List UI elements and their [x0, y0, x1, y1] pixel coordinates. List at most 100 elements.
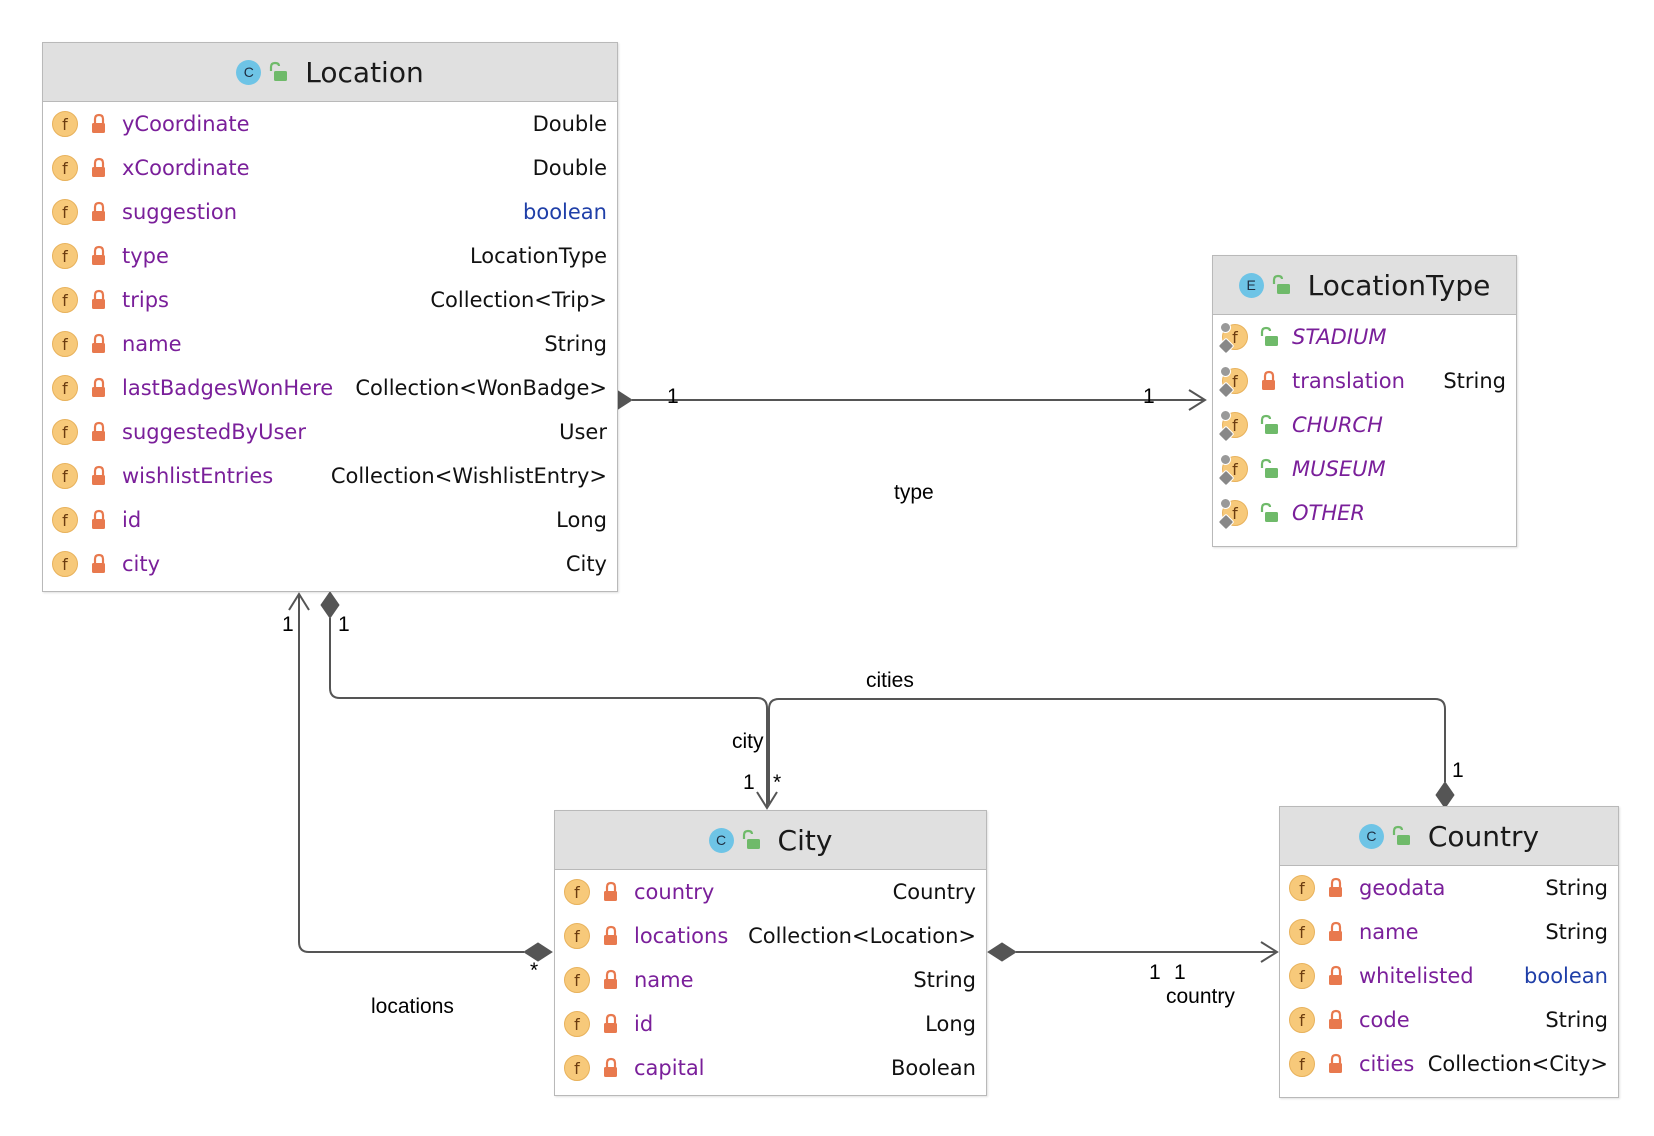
field-icon: f	[1289, 875, 1315, 901]
field-icon: f	[52, 287, 78, 313]
field-name: CHURCH	[1292, 413, 1383, 437]
relation-label-city: city	[732, 730, 764, 753]
field-icon-letter: f	[574, 882, 580, 902]
enum-kind-icon: E	[1238, 272, 1264, 298]
field-type: City	[565, 552, 607, 576]
field-row[interactable]: f CHURCH	[1213, 403, 1516, 447]
field-icon-letter: f	[62, 422, 68, 442]
field-type: String	[1545, 1008, 1608, 1032]
private-lock-icon	[90, 201, 108, 223]
field-icon: f	[1217, 322, 1248, 355]
field-icon: f	[564, 1055, 590, 1081]
field-icon-letter: f	[62, 290, 68, 310]
field-icon-letter: f	[1232, 503, 1238, 523]
field-row[interactable]: f OTHER	[1213, 491, 1516, 535]
field-type: Collection<WonBadge>	[355, 376, 607, 400]
field-icon-letter: f	[1299, 878, 1305, 898]
field-name: code	[1359, 1008, 1410, 1032]
multiplicity-type-source: 1	[667, 385, 679, 408]
private-lock-icon	[602, 969, 620, 991]
field-icon-letter: f	[1232, 327, 1238, 347]
field-name: type	[122, 244, 169, 268]
private-lock-icon	[602, 1013, 620, 1035]
field-name: suggestedByUser	[122, 420, 306, 444]
field-icon: f	[52, 507, 78, 533]
private-lock-icon	[1327, 1053, 1345, 1075]
public-visibility-icon	[1260, 326, 1278, 348]
field-row[interactable]: f city City	[43, 542, 617, 586]
field-name: OTHER	[1292, 501, 1366, 525]
relation-label-cities: cities	[866, 669, 914, 692]
field-name: whitelisted	[1359, 964, 1474, 988]
field-row[interactable]: f code String	[1280, 998, 1618, 1042]
field-type: User	[559, 420, 607, 444]
field-icon-letter: f	[62, 510, 68, 530]
field-icon-letter: f	[1299, 966, 1305, 986]
final-marker-icon	[1220, 454, 1231, 465]
edge-type-arrowhead	[1188, 389, 1207, 411]
private-lock-icon	[1327, 877, 1345, 899]
relation-label-locations: locations	[371, 995, 454, 1018]
field-icon-letter: f	[1232, 415, 1238, 435]
field-name: city	[122, 552, 161, 576]
final-marker-icon	[1220, 322, 1231, 333]
edge-locations-arrowhead	[288, 592, 310, 611]
private-lock-icon	[1327, 921, 1345, 943]
edge-city	[329, 618, 768, 808]
field-name: id	[634, 1012, 654, 1036]
field-icon-letter: f	[62, 158, 68, 178]
multiplicity-city-source: 1	[338, 613, 350, 636]
field-type: Collection<Trip>	[430, 288, 607, 312]
field-icon: f	[52, 375, 78, 401]
field-icon-letter: f	[62, 554, 68, 574]
field-icon-letter: f	[62, 378, 68, 398]
field-icon: f	[1289, 1007, 1315, 1033]
public-visibility-icon	[742, 829, 762, 851]
field-row[interactable]: f suggestedByUser User	[43, 410, 617, 454]
multiplicity-cities-source: *	[773, 771, 782, 794]
field-icon-letter: f	[62, 114, 68, 134]
class-title: Location	[305, 55, 424, 89]
field-icon-letter: f	[1232, 459, 1238, 479]
field-type: String	[1545, 876, 1608, 900]
private-lock-icon	[1260, 370, 1278, 392]
field-icon-letter: f	[62, 466, 68, 486]
field-icon-letter: f	[62, 334, 68, 354]
field-icon: f	[52, 111, 78, 137]
field-icon: f	[564, 967, 590, 993]
field-name: capital	[634, 1056, 705, 1080]
field-name: yCoordinate	[122, 112, 250, 136]
field-name: name	[122, 332, 182, 356]
multiplicity-city-target: 1	[743, 771, 755, 794]
private-lock-icon	[90, 289, 108, 311]
private-lock-icon	[90, 377, 108, 399]
